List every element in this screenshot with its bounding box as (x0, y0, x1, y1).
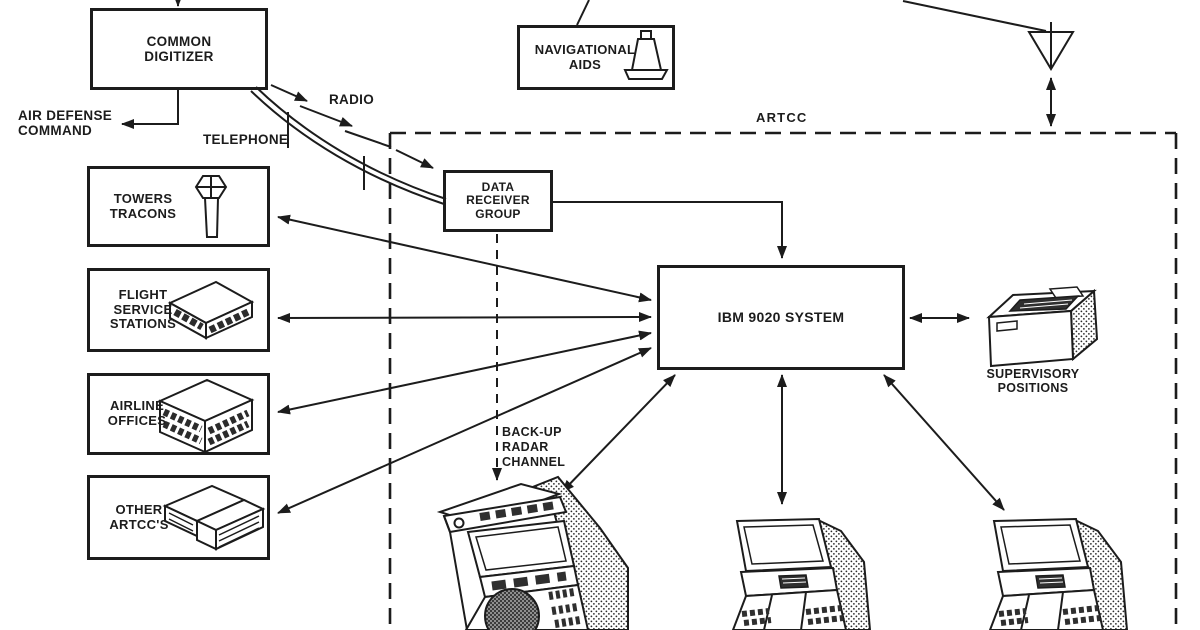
data-receiver-group-label: DATA RECEIVER GROUP (466, 180, 530, 221)
ibm-9020-system-label: IBM 9020 SYSTEM (717, 308, 845, 325)
box-airline-offices: AIRLINE OFFICES (87, 373, 270, 455)
connector-to-air-defense-command (121, 90, 179, 129)
connector-ibm-console1 (561, 374, 676, 493)
display-console-icon (990, 519, 1127, 630)
box-data-receiver-group: DATA RECEIVER GROUP (443, 170, 553, 232)
flight-service-stations-label: FLIGHT SERVICE STATIONS (109, 287, 177, 332)
other-artccs-label: OTHER ARTCC'S (109, 501, 169, 532)
telephone-label: TELEPHONE (203, 132, 289, 147)
radio-label: RADIO (329, 92, 374, 107)
flight-service-station-icon (167, 280, 255, 340)
other-artccs-icon (162, 484, 266, 551)
radar-console-icon (436, 475, 629, 630)
box-towers-tracons: TOWERS TRACONS (87, 166, 270, 247)
radio-link (270, 84, 434, 169)
control-tower-icon (194, 175, 228, 238)
antenna-feed-line (902, 0, 1047, 32)
printer-icon (986, 286, 1099, 368)
connectors (121, 0, 1178, 630)
air-defense-command-label: AIR DEFENSE COMMAND (18, 108, 113, 139)
navigational-aids-label: NAVIGATIONAL AIDS (534, 41, 636, 72)
connector-drg-to-ibm (553, 201, 787, 259)
box-common-digitizer: COMMON DIGITIZER (90, 8, 268, 90)
telephone-line-2 (255, 86, 447, 200)
telephone-line-1 (250, 90, 445, 205)
towers-tracons-label: TOWERS TRACONS (109, 190, 177, 221)
airline-offices-label: AIRLINE OFFICES (107, 398, 167, 428)
supervisory-positions-label: SUPERVISORY POSITIONS (986, 367, 1080, 395)
box-ibm-9020-system: IBM 9020 SYSTEM (657, 265, 905, 370)
airline-offices-icon (157, 378, 255, 454)
box-other-artccs: OTHER ARTCC'S (87, 475, 270, 560)
antenna-icon (1027, 22, 1075, 71)
vor-navaid-icon (623, 30, 669, 80)
box-navigational-aids: NAVIGATIONAL AIDS (517, 25, 675, 90)
box-flight-service-stations: FLIGHT SERVICE STATIONS (87, 268, 270, 352)
display-console-icon (731, 517, 872, 630)
connector-fss-ibm (277, 312, 652, 323)
navaids-offpage-line (576, 0, 590, 26)
connector-ibm-console3 (883, 374, 1005, 511)
backup-radar-channel-label: BACK-UP RADAR CHANNEL (502, 425, 566, 469)
artcc-label: ARTCC (756, 110, 808, 125)
common-digitizer-label: COMMON DIGITIZER (144, 33, 214, 64)
connector-towers-ibm (277, 214, 652, 303)
